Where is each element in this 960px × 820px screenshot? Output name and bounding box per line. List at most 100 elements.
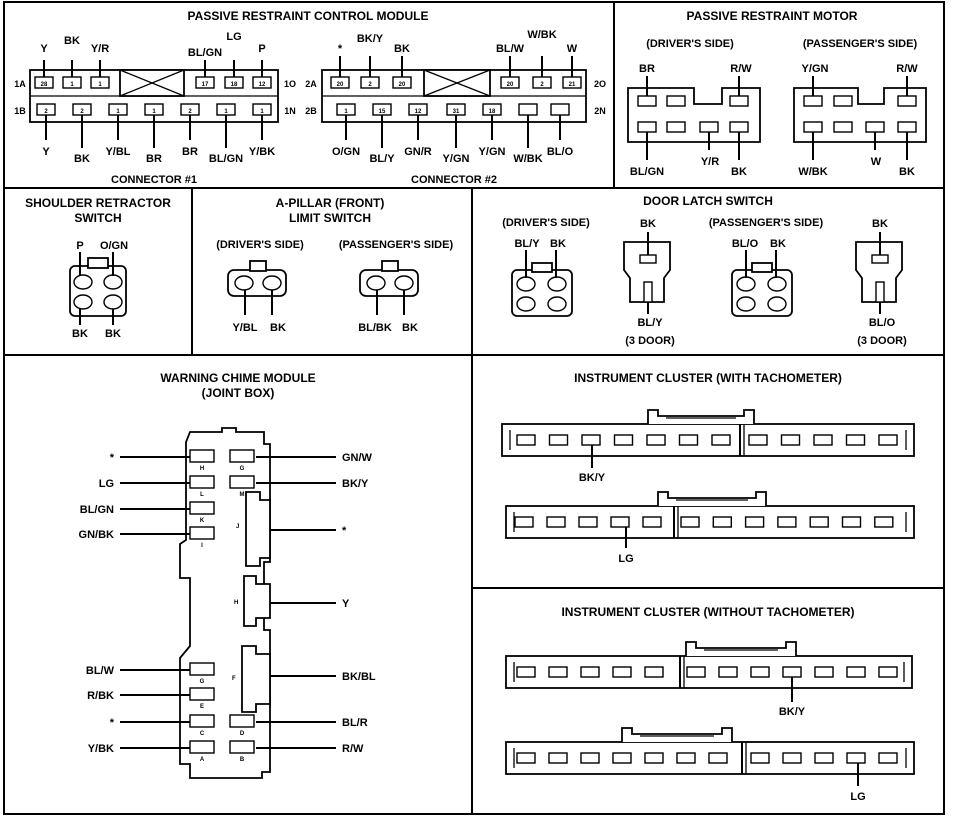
pcm-panel: PASSIVE RESTRAINT CONTROL MODULE 1A 1O 1… xyxy=(14,9,606,186)
apillar-driver-left: Y/BL xyxy=(232,322,257,334)
cluster-pin xyxy=(644,752,664,764)
door-passenger-right: BK xyxy=(770,238,786,250)
c1-bottom-wire-label: BR xyxy=(146,153,162,165)
cluster-pin xyxy=(581,434,601,446)
chime-right-wire-label: BL/R xyxy=(342,717,368,729)
c1-bottom-pin-number: 2 xyxy=(44,109,48,115)
cluster-pin xyxy=(680,516,700,528)
chime-left-pin xyxy=(189,475,215,489)
cluster-pin xyxy=(846,752,866,764)
prm-driver-side: (DRIVER'S SIDE) xyxy=(646,38,734,50)
chime-left-pin-letter: E xyxy=(200,704,204,710)
shoulder-title-1: SHOULDER RETRACTOR xyxy=(25,196,171,210)
cluster-pin xyxy=(646,434,666,446)
cluster-connector-latch xyxy=(657,491,767,506)
c1-row-b-left: 1B xyxy=(14,106,26,116)
c2-bottom-wire-label: BL/O xyxy=(547,146,574,158)
c2-bottom-wire-label: O/GN xyxy=(332,146,360,158)
c2-top-wire-label: BL/W xyxy=(496,43,525,55)
c1-row-b-right: 1N xyxy=(284,106,296,116)
apillar-title-1: A-PILLAR (FRONT) xyxy=(276,196,385,210)
door-passenger-left: BL/O xyxy=(732,238,759,250)
cluster-tach-panel: INSTRUMENT CLUSTER (WITH TACHOMETER) BK/… xyxy=(501,371,915,565)
c2-bottom-wire-label: W/BK xyxy=(513,153,542,165)
chime-right-wire-label: BK/Y xyxy=(342,478,369,490)
chime-right-pin xyxy=(229,740,255,754)
c1-bottom-wire-label: BR xyxy=(182,146,198,158)
apillar-driver-side: (DRIVER'S SIDE) xyxy=(216,239,304,251)
door-driver-note: (3 DOOR) xyxy=(625,335,675,347)
c2-top-wire-label: BK/Y xyxy=(357,33,384,45)
prm-driver-top-right: R/W xyxy=(730,63,752,75)
chime-left-pin xyxy=(189,687,215,701)
c2-bottom-pin-number: 1 xyxy=(344,109,348,115)
chime-pin-h2: H xyxy=(234,600,238,606)
c2-row-b-left: 2B xyxy=(305,106,317,116)
cluster-pin xyxy=(878,752,898,764)
chime-left-wire-label: * xyxy=(110,717,115,729)
c2-top-wire-label: * xyxy=(338,43,343,55)
door-title: DOOR LATCH SWITCH xyxy=(643,194,773,208)
c1-top-pin-number: 18 xyxy=(231,82,238,88)
c2-top-wire-label: W/BK xyxy=(527,29,556,41)
door-passenger-note: (3 DOOR) xyxy=(857,335,907,347)
chime-left-wire-label: R/BK xyxy=(87,690,114,702)
prm-passenger-bottom-left: W/BK xyxy=(798,166,827,178)
cluster-pin xyxy=(516,434,536,446)
cluster-pin xyxy=(777,516,797,528)
door-driver-right: BK xyxy=(550,238,566,250)
chime-panel: WARNING CHIME MODULE (JOINT BOX) J H F H… xyxy=(79,371,376,779)
chime-left-pin xyxy=(189,501,215,515)
panel-grid xyxy=(3,1,945,815)
cluster-pin xyxy=(708,752,728,764)
c1-bottom-pin-number: 2 xyxy=(80,109,84,115)
chime-left-pin xyxy=(189,449,215,463)
c1-row-a-right: 1O xyxy=(284,79,296,89)
prm-driver-bottom-left: BL/GN xyxy=(630,166,664,178)
chime-left-pin xyxy=(189,740,215,754)
chime-left-pin-letter: G xyxy=(200,679,205,685)
c1-top-wire-label: Y/R xyxy=(91,43,109,55)
shoulder-panel: SHOULDER RETRACTOR SWITCH P O/GN BK BK xyxy=(25,196,171,340)
door-passenger-3door-connector: BK BL/O (3 DOOR) xyxy=(855,218,907,347)
c1-bottom-pin-number: 1 xyxy=(152,109,156,115)
door-passenger-single-top: BK xyxy=(872,218,888,230)
chime-right-pin-letter: M xyxy=(240,492,245,498)
apillar-passenger-right: BK xyxy=(402,322,418,334)
door-driver-left: BL/Y xyxy=(514,238,540,250)
prm-passenger-top-left: Y/GN xyxy=(802,63,829,75)
chime-left-wire-label: BL/W xyxy=(86,665,115,677)
cluster-pin xyxy=(878,666,898,678)
c2-bottom-wire-label: GN/R xyxy=(404,146,432,158)
shoulder-connector: P O/GN BK BK xyxy=(69,240,128,340)
c1-bottom-wire-label: BL/GN xyxy=(209,153,243,165)
c2-bottom-wire-label: Y/GN xyxy=(479,146,506,158)
prm-passenger-connector: (PASSENGER'S SIDE) Y/GN R/W W/BK W BK xyxy=(793,38,927,178)
apillar-passenger-connector: (PASSENGER'S SIDE) BL/BK BK xyxy=(339,239,454,334)
c1-bottom-wire-label: Y/BK xyxy=(249,146,275,158)
chime-left-wire-label: * xyxy=(110,452,115,464)
prm-passenger-bottom-right: BK xyxy=(899,166,915,178)
c2-row-b-right: 2N xyxy=(594,106,606,116)
c2-top-pin-number: 20 xyxy=(507,82,514,88)
c2-row-a-left: 2A xyxy=(305,79,317,89)
c1-top-pin-number: 12 xyxy=(259,82,266,88)
chime-right-pin-letter: D xyxy=(240,731,245,737)
chime-right-pin xyxy=(229,714,255,728)
cluster-pin xyxy=(845,434,866,446)
cluster-connector-latch xyxy=(685,641,797,656)
c2-top-pin-number: 2 xyxy=(368,82,372,88)
c2-bottom-pin-number: 18 xyxy=(489,109,496,115)
apillar-driver-right: BK xyxy=(270,322,286,334)
chime-right-wire-label: R/W xyxy=(342,743,364,755)
shoulder-title-2: SWITCH xyxy=(74,211,121,225)
shoulder-bottom-right: BK xyxy=(105,328,121,340)
c2-bottom-pin-number: 31 xyxy=(453,109,460,115)
c1-bottom-pin-number: 1 xyxy=(116,109,120,115)
c2-top-wire-label: BK xyxy=(394,43,410,55)
cluster-pin xyxy=(718,666,738,678)
chime-right-pin xyxy=(229,475,255,489)
cluster-pin xyxy=(612,752,632,764)
